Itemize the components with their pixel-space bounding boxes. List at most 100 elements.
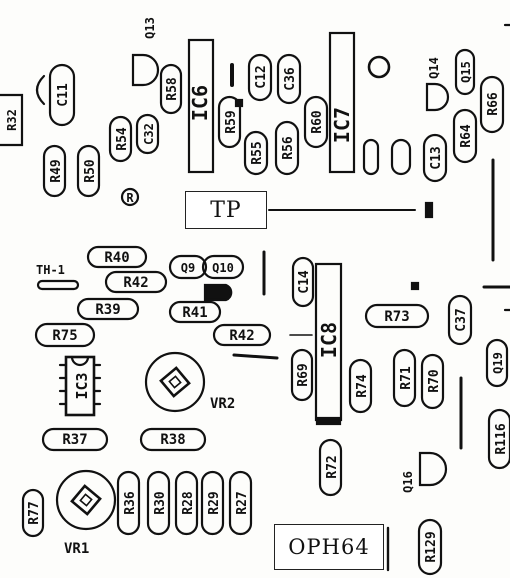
r66-resistor: R66 [479,75,505,134]
part-label-r58: R58 [165,77,180,101]
part-label-r49: R49 [49,159,64,182]
vertical-parts: R58 R59 C12 C36 R60 R55 R56 C13 R64 R66 … [0,53,510,576]
r27-resistor: R27 [228,470,253,536]
r39-resistor: R39 [76,297,140,321]
r36-resistor: R36 [116,470,141,536]
r116-resistor: R116 [487,408,510,470]
ic7-chip: IC7 [328,31,356,174]
q9-q10-transistors: Q9 Q10 [168,254,245,302]
r41-resistor: R41 [168,300,222,324]
q15-transistor: Q15 [454,48,476,96]
misc-r-label: R [126,191,134,205]
edge-partial-parts [362,138,412,176]
part-label-r77: R77 [27,501,42,524]
th1-thermistor: TH-1 [36,263,80,291]
vr1-trimpot: VR1 [55,469,117,557]
q15-label: Q15 [459,61,473,83]
r29-resistor: R29 [200,470,225,536]
part-label-r27: R27 [235,491,250,514]
r73-resistor: R73 [364,303,430,329]
r56-resistor: R56 [274,120,300,176]
part-label-r60: R60 [310,110,325,134]
part-label-r42a: R42 [123,275,148,291]
part-label-r37: R37 [62,432,87,448]
ic8-label: IC8 [317,322,341,358]
part-label-r69: R69 [296,363,311,386]
part-label-r56: R56 [281,136,296,160]
r28-resistor: R28 [174,470,199,536]
vr2-trimpot: VR2 [144,351,235,413]
q13-transistor: Q13 [131,17,160,87]
q13-label: Q13 [143,17,157,39]
q19-label: Q19 [491,352,505,374]
r58-resistor: R58 [159,63,183,115]
q19-transistor: Q19 [485,338,509,388]
part-label-r64: R64 [459,124,474,148]
r30-resistor: R30 [146,470,171,536]
tp-test-point-label: TP [185,191,267,229]
r69-resistor: R69 [290,348,314,402]
part-label-r129: R129 [424,531,439,562]
r37-resistor: R37 [41,427,109,452]
r129-resistor: R129 [417,518,443,576]
c14-capacitor: C14 [291,256,315,308]
part-label-r59: R59 [224,110,239,133]
r75-resistor: R75 [34,322,96,348]
q14-transistor: Q14 [425,57,450,112]
part-label-r29: R29 [207,491,222,514]
part-label-r71: R71 [399,366,414,390]
c37-capacitor: C37 [447,294,473,346]
part-label-r70: R70 [427,369,442,393]
r42-resistor-top: R42 [104,270,168,294]
q10-label: Q10 [212,261,234,275]
th1-label: TH-1 [36,263,65,277]
r40-resistor: R40 [86,245,148,269]
c13-capacitor: C13 [422,133,448,183]
part-label-r39: R39 [95,302,120,318]
part-label-r75: R75 [52,328,77,344]
q16-transistor: Q16 [401,451,448,493]
part-label-c14: C14 [297,270,312,294]
c36-capacitor: C36 [276,53,302,105]
ic7-label: IC7 [330,107,354,143]
r49-resistor: R49 [42,144,67,198]
r38-resistor: R38 [139,427,207,452]
part-label-r66: R66 [486,92,501,116]
part-label-c36: C36 [283,67,298,91]
part-label-r42b: R42 [229,328,254,344]
part-label-c11: C11 [56,83,71,107]
r50-resistor: R50 [76,144,101,198]
part-label-r28: R28 [181,491,196,515]
model-number-label: OPH64 [274,524,384,570]
r77-resistor: R77 [21,488,45,538]
ic8-chip: IC8 [314,262,343,426]
ic3-chip: IC3 [58,355,102,417]
part-label-r55: R55 [250,141,265,164]
r60-resistor: R60 [303,95,329,149]
r74-resistor: R74 [348,358,373,414]
r59-resistor: R59 [217,95,242,149]
part-label-r73: R73 [384,309,409,325]
c11-capacitor: C11 [48,63,76,127]
horizontal-parts: R40 R42 R39 R41 R42 R75 R73 R37 R38 [34,245,430,452]
q9-label: Q9 [181,261,195,275]
part-label-c12: C12 [254,65,269,88]
q14-label: Q14 [427,57,441,79]
part-label-r41: R41 [182,305,207,321]
misc-marks: R [35,23,510,572]
r42-resistor-bottom: R42 [212,323,272,347]
part-label-c37: C37 [454,308,469,331]
part-label-r40: R40 [104,250,129,266]
part-label-r54: R54 [115,127,130,151]
r55-resistor: R55 [243,130,269,176]
vr1-label: VR1 [64,541,89,557]
part-label-r36: R36 [123,491,138,515]
part-label-r74: R74 [355,374,370,398]
r54-resistor: R54 [108,115,133,163]
r70-resistor: R70 [420,353,445,410]
part-label-r72: R72 [325,455,340,478]
ic6-chip: IC6 [187,38,215,174]
r71-resistor: R71 [392,348,417,408]
